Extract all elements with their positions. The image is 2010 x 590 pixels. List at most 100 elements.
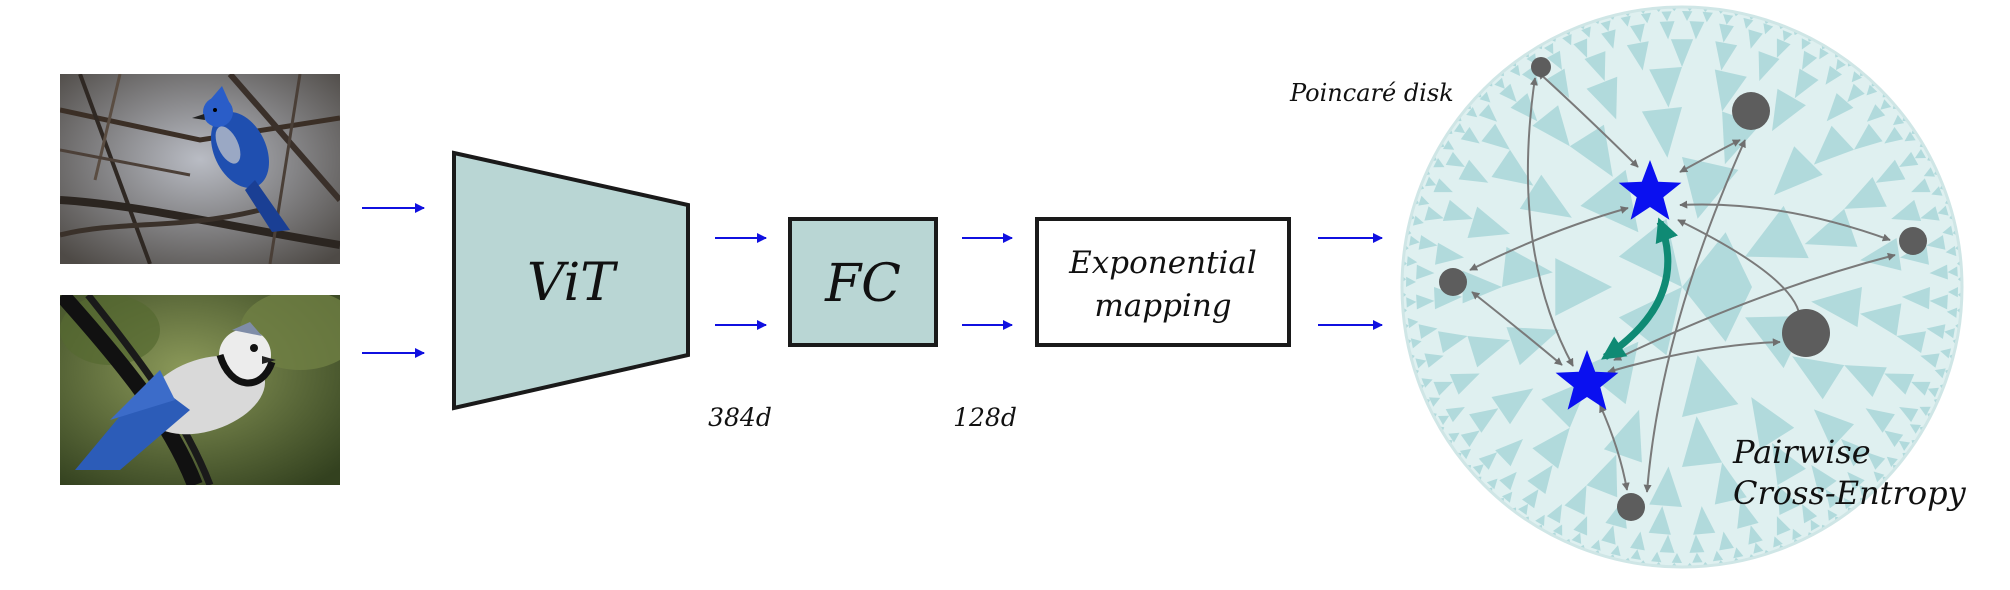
vit-label: ViT (527, 253, 618, 313)
tiling-cell (1893, 114, 1905, 126)
tiling-cell (1689, 21, 1705, 40)
tiling-cell (1854, 123, 1883, 150)
tiling-cell (1573, 516, 1588, 536)
tiling-cell (1748, 29, 1763, 49)
fc-label: FC (824, 254, 901, 314)
loss-label-line2: Cross-Entropy (1733, 474, 1967, 512)
tiling-cell (1692, 552, 1703, 563)
tiling-cell (1407, 317, 1419, 329)
exponential-mapping-block (1035, 217, 1291, 347)
dim-label-384d: 384d (708, 403, 772, 432)
tiling-cell (1802, 50, 1818, 70)
tiling-cell (1522, 489, 1539, 509)
tiling-cell (1433, 158, 1445, 168)
tiling-cell (1433, 178, 1453, 193)
tiling-cell (1671, 553, 1682, 563)
tiling-cell (1670, 39, 1694, 67)
tiling-cell (1499, 471, 1517, 491)
tiling-cell (1944, 328, 1955, 339)
tiling-cell (1901, 287, 1930, 310)
tiling-cell (1454, 123, 1466, 134)
tiling-cell (1412, 215, 1424, 226)
tiling-cell (1494, 77, 1505, 89)
tiling-cell (1946, 307, 1958, 318)
tiling-cell (1866, 84, 1878, 96)
tiling-cell (1472, 464, 1484, 475)
tiling-cell (1406, 276, 1416, 287)
tiling-cell (1794, 68, 1819, 99)
tiling-cell (1827, 509, 1838, 521)
tiling-cell (1429, 397, 1441, 407)
tiling-cell (1649, 67, 1682, 108)
tiling-cell (1418, 324, 1438, 339)
tiling-cell (1409, 235, 1420, 246)
tiling-cell (1438, 331, 1468, 353)
tiling-cell (1562, 34, 1572, 46)
tiling-cell (1573, 38, 1588, 58)
tiling-cell (1884, 127, 1904, 144)
tiling-cell (1601, 525, 1616, 545)
tiling-cell (1532, 427, 1570, 469)
tiling-cell (1418, 195, 1430, 206)
tiling-cell (1466, 107, 1478, 118)
tiling-cell (1581, 26, 1591, 38)
tiling-cell (1601, 29, 1616, 49)
tiling-cell (1891, 199, 1922, 221)
tiling-cell (1792, 528, 1802, 540)
tiling-cell (1947, 266, 1958, 277)
tiling-cell (1844, 365, 1887, 397)
input-image-top (60, 74, 340, 264)
tiling-cell (1682, 11, 1693, 21)
tiling-cell (1478, 104, 1498, 122)
tiling-cell (1445, 407, 1465, 423)
embedding-node (1617, 493, 1645, 521)
tiling-cell (1434, 287, 1463, 310)
embedding-node (1782, 309, 1830, 357)
tiling-cell (1438, 415, 1450, 425)
tiling-cell (1600, 20, 1611, 32)
tiling-cell (1630, 23, 1645, 43)
tiling-cell (1626, 41, 1649, 71)
tiling-cell (1911, 381, 1931, 396)
tiling-cell (1926, 324, 1946, 339)
tiling-cell (1884, 430, 1904, 447)
tiling-cell (1865, 408, 1895, 433)
tiling-cell (1712, 550, 1724, 562)
tiling-cell (1424, 206, 1444, 221)
tiling-cell (1689, 534, 1705, 553)
tiling-cell (1433, 381, 1453, 396)
tiling-cell (1825, 65, 1842, 85)
tiling-cell (1424, 353, 1444, 368)
tiling-cell (1802, 504, 1818, 524)
tiling-cell (1929, 264, 1948, 280)
tiling-cell (1940, 348, 1952, 359)
tiling-cell (1948, 287, 1958, 298)
tiling-cell (1772, 442, 1806, 486)
tiling-cell (1406, 297, 1417, 308)
tiling-cell (1458, 159, 1489, 183)
tiling-cell (1448, 432, 1460, 443)
tiling-cell (1753, 542, 1764, 554)
tiling-cell (1449, 373, 1480, 395)
tiling-cell (1495, 439, 1523, 467)
tiling-cell (1773, 536, 1783, 548)
fc-block (788, 217, 938, 347)
tiling-cell (1898, 440, 1910, 451)
tiling-cell (1937, 205, 1949, 216)
tiling-cell (1719, 23, 1734, 43)
tiling-cell (1923, 167, 1935, 177)
embedding-node (1439, 268, 1467, 296)
tiling-cell (1914, 149, 1926, 159)
tiling-cell (1416, 264, 1435, 280)
tiling-cell (1875, 159, 1906, 183)
tiling-cell (1714, 69, 1747, 112)
tiling-cell (1909, 424, 1921, 434)
tiling-cell (1435, 242, 1464, 265)
tiling-cell (1737, 499, 1759, 529)
tiling-cell (1843, 498, 1855, 510)
anchor-star-bottom (1555, 350, 1619, 410)
tiling-cell (1648, 506, 1671, 535)
tiling-cell (1640, 12, 1652, 24)
tiling-cell (1929, 294, 1948, 310)
tiling-cell (1641, 107, 1682, 158)
